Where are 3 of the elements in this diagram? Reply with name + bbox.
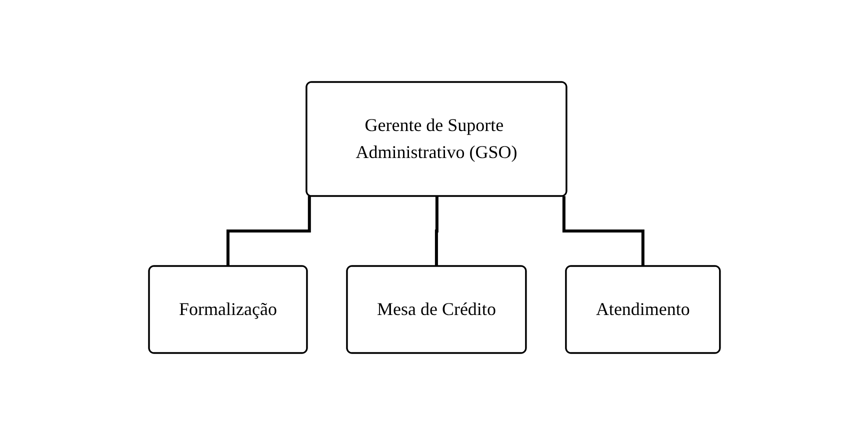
connector xyxy=(562,196,644,268)
connector xyxy=(434,196,438,268)
connector xyxy=(226,196,310,268)
